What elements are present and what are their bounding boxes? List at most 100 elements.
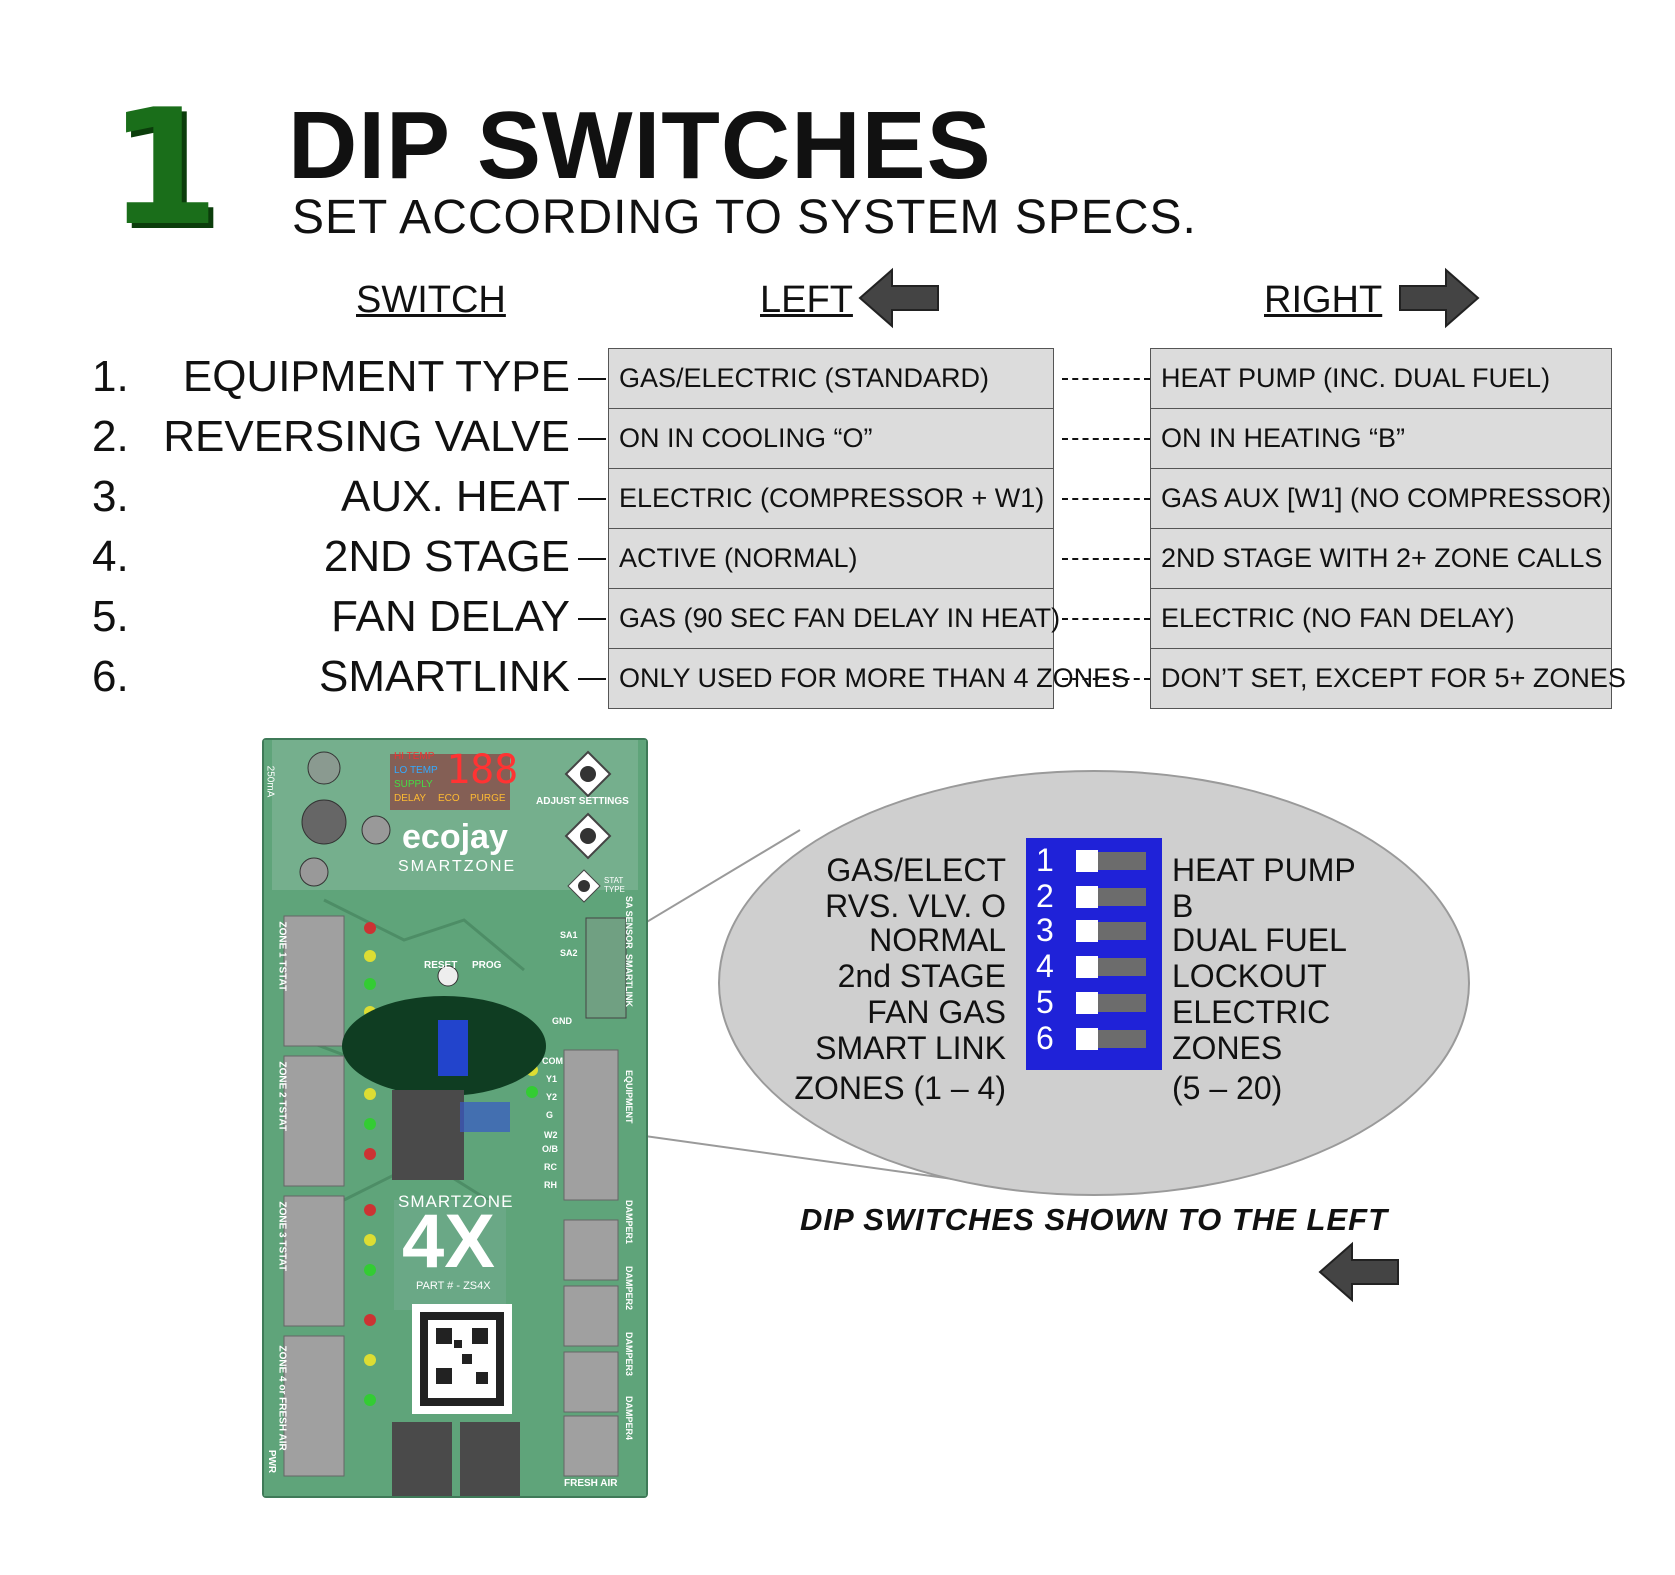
left-option-5: GAS (90 SEC FAN DELAY IN HEAT)	[608, 588, 1060, 649]
dip-right-label-5: ELECTRIC	[1172, 994, 1331, 1030]
dip-left-label-5: FAN GAS	[867, 994, 1006, 1030]
display-label-purge: PURGE	[470, 793, 506, 804]
dip-left-label-2: RVS. VLV. O	[825, 888, 1006, 924]
dip-switch-3[interactable]: 3	[1026, 912, 1162, 948]
right-option-2: ON IN HEATING “B”	[1150, 408, 1612, 469]
zone-3-label: ZONE 3 TSTAT	[276, 1201, 288, 1272]
terminal-sa2: SA2	[560, 948, 578, 958]
connector	[578, 438, 606, 440]
part-number: PART # - ZS4X	[416, 1280, 491, 1292]
connector	[1062, 498, 1150, 500]
connector	[578, 678, 606, 680]
display-label-eco: ECO	[438, 793, 460, 804]
connector	[578, 558, 606, 560]
brand-subtitle: SMARTZONE	[398, 858, 517, 875]
terminal-rh: RH	[544, 1180, 557, 1190]
display-label-delay: DELAY	[394, 793, 427, 804]
dip-left-label-4: 2nd STAGE	[837, 958, 1006, 994]
connector	[578, 498, 606, 500]
display-label-lo: LO TEMP	[394, 765, 438, 776]
dip-left-label-7: ZONES (1 – 4)	[794, 1070, 1006, 1106]
dip-right-label-4: LOCKOUT	[1172, 958, 1327, 994]
left-option-2: ON IN COOLING “O”	[608, 408, 1054, 469]
terminal-ob: O/B	[542, 1144, 559, 1154]
left-arrow-icon	[858, 267, 939, 329]
dip-left-label-6: SMART LINK	[815, 1030, 1006, 1066]
model-name: SMARTZONE	[398, 1192, 514, 1211]
pwr-label: PWR	[266, 1449, 278, 1474]
dip-knob	[1076, 920, 1098, 942]
right-option-1: HEAT PUMP (INC. DUAL FUEL)	[1150, 348, 1612, 409]
left-column-heading: LEFT	[760, 279, 853, 321]
connector	[1062, 678, 1150, 680]
note-left-arrow-icon	[1318, 1241, 1399, 1303]
dip-left-label-1: GAS/ELECT	[826, 852, 1006, 888]
right-option-6: DON’T SET, EXCEPT FOR 5+ ZONES	[1150, 648, 1626, 709]
dip-knob	[1076, 992, 1098, 1014]
stat-type-label: STAT TYPE	[604, 876, 625, 894]
circuit-board: HI TEMP LO TEMP SUPPLY DELAY ECO PURGE 1…	[262, 738, 648, 1498]
right-column-heading: RIGHT	[1264, 279, 1383, 321]
led-display: 188	[446, 747, 519, 793]
prog-label: PROG	[472, 960, 502, 971]
dip-right-label-2: B	[1172, 888, 1194, 924]
right-option-5: ELECTRIC (NO FAN DELAY)	[1150, 588, 1612, 649]
dip-switch-2[interactable]: 2	[1026, 878, 1162, 914]
terminal-gnd: GND	[552, 1016, 572, 1026]
dip-knob	[1076, 850, 1098, 872]
left-option-1: GAS/ELECTRIC (STANDARD)	[608, 348, 1054, 409]
dip-switch-4[interactable]: 4	[1026, 948, 1162, 984]
terminal-com: COM	[542, 1056, 563, 1066]
page-subtitle: SET ACCORDING TO SYSTEM SPECS.	[292, 191, 1197, 244]
page-title: DIP SWITCHES	[288, 92, 992, 199]
dip-right-label-1: HEAT PUMP	[1172, 852, 1356, 888]
dip-knob	[1076, 886, 1098, 908]
brand-logo: ecojay	[402, 818, 508, 856]
terminal-rc: RC	[544, 1162, 557, 1172]
adjust-settings-label: ADJUST SETTINGS	[536, 796, 629, 807]
display-label-supply: SUPPLY	[394, 779, 433, 790]
connector	[1062, 378, 1150, 380]
smartlink-label: SMARTLINK	[624, 954, 634, 1007]
connector	[578, 378, 606, 380]
zone-4-label: ZONE 4 or FRESH AIR	[276, 1345, 288, 1451]
terminal-w2: W2	[544, 1130, 558, 1140]
zone-1-label: ZONE 1 TSTAT	[276, 921, 288, 992]
model-big: 4X	[402, 1199, 495, 1284]
connector	[1062, 558, 1150, 560]
terminal-sa1: SA1	[560, 930, 578, 940]
right-arrow-icon	[1399, 267, 1480, 329]
damper4-label: DAMPER4	[624, 1396, 634, 1441]
right-option-3: GAS AUX [W1] (NO COMPRESSOR)	[1150, 468, 1612, 529]
connector	[578, 618, 606, 620]
fresh-air-label: FRESH AIR	[564, 1478, 618, 1489]
connector	[1062, 618, 1150, 620]
dip-knob	[1076, 1028, 1098, 1050]
right-option-4: 2ND STAGE WITH 2+ ZONE CALLS	[1150, 528, 1612, 589]
dip-switch-6[interactable]: 6	[1026, 1020, 1162, 1056]
dip-knob	[1076, 956, 1098, 978]
zone-2-label: ZONE 2 TSTAT	[276, 1061, 288, 1132]
dip-right-label-6: ZONES	[1172, 1030, 1283, 1066]
reset-label: RESET	[424, 960, 458, 971]
board-graphic	[264, 740, 646, 1496]
left-option-4: ACTIVE (NORMAL)	[608, 528, 1054, 589]
fuse-label: 250mA	[264, 765, 276, 798]
dip-right-label-7: (5 – 20)	[1172, 1070, 1283, 1106]
terminal-y1: Y1	[546, 1074, 558, 1084]
terminal-y2: Y2	[546, 1092, 558, 1102]
terminal-g: G	[546, 1110, 554, 1120]
dip-switch-5[interactable]: 5	[1026, 984, 1162, 1020]
dip-switch-block: 1 2 3 4 5 6	[1026, 838, 1162, 1070]
left-option-3: ELECTRIC (COMPRESSOR + W1)	[608, 468, 1054, 529]
equipment-label: EQUIPMENT	[624, 1070, 634, 1124]
display-label-hi: HI TEMP	[394, 751, 435, 762]
connector	[1062, 438, 1150, 440]
dip-switch-1[interactable]: 1	[1026, 842, 1162, 878]
step-number: 1	[108, 74, 220, 261]
left-option-6: ONLY USED FOR MORE THAN 4 ZONES	[608, 648, 1129, 709]
switch-column-heading: SWITCH	[356, 279, 506, 321]
dip-left-label-3: NORMAL	[869, 922, 1006, 958]
dip-note: DIP SWITCHES SHOWN TO THE LEFT	[800, 1202, 1388, 1237]
